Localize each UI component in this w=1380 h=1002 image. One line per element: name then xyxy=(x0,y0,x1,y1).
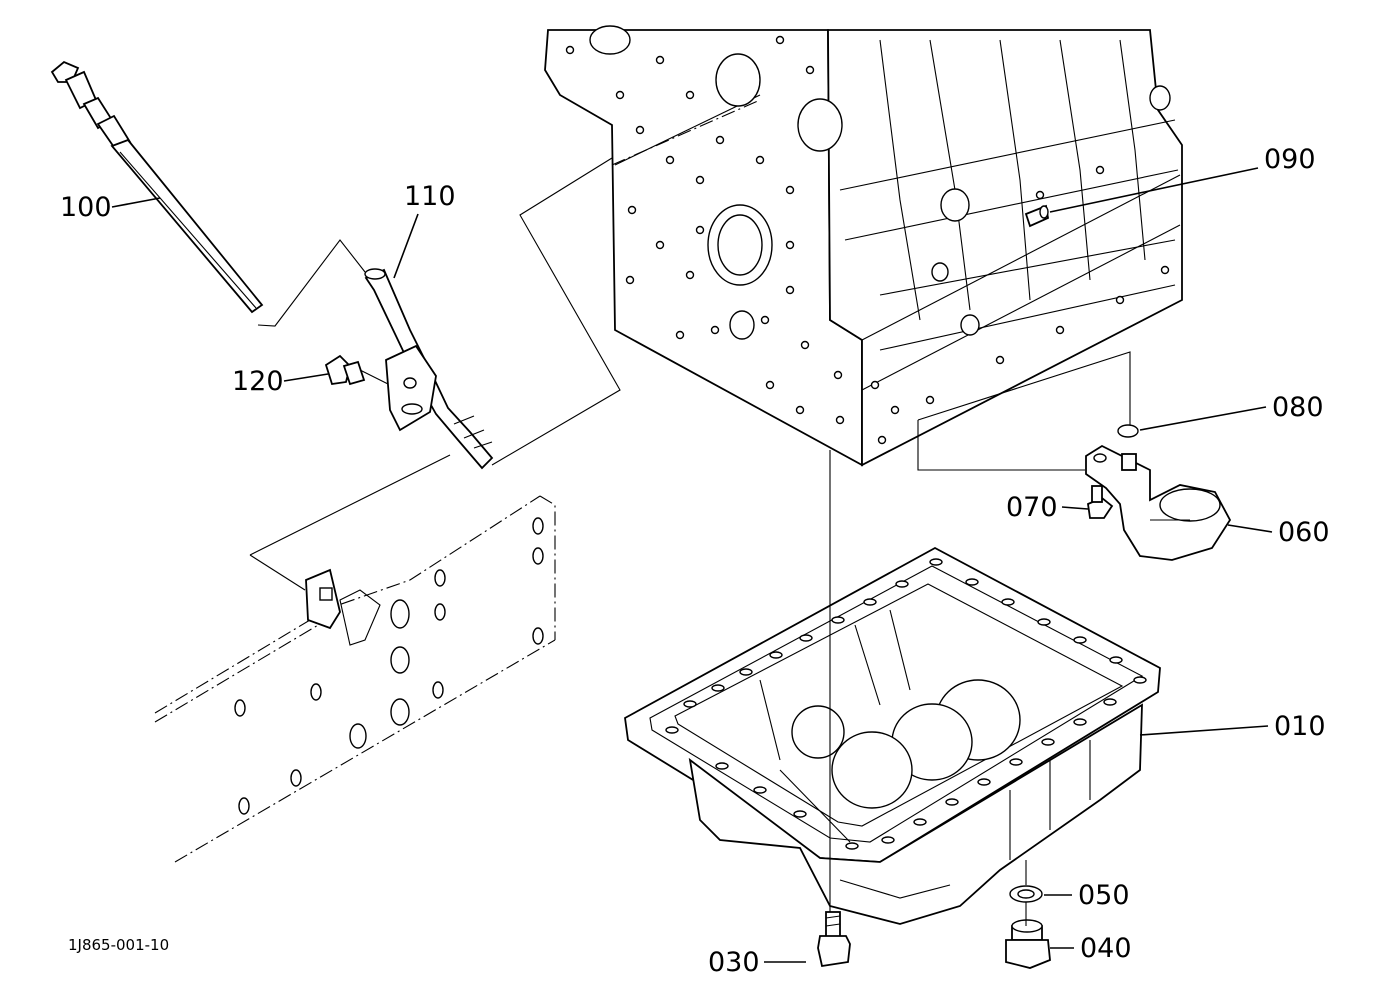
callout-010: 010 xyxy=(1274,711,1326,742)
oil-strainer-060 xyxy=(1085,444,1232,561)
callout-120: 120 xyxy=(232,366,284,397)
bolt-120 xyxy=(324,354,389,386)
callout-100: 100 xyxy=(60,192,112,223)
callout-110: 110 xyxy=(404,181,456,212)
assembly-lines xyxy=(249,157,1131,926)
gasket-050 xyxy=(1009,885,1043,903)
drawing-code: 1J865-001-10 xyxy=(68,936,169,954)
callout-090: 090 xyxy=(1264,144,1316,175)
block-small-holes xyxy=(565,35,1170,445)
leader-lines xyxy=(111,167,1273,963)
callout-080: 080 xyxy=(1272,392,1324,423)
plug-090 xyxy=(1024,204,1050,228)
oil-pan-flange-holes xyxy=(665,558,1147,850)
callout-030: 030 xyxy=(708,947,760,978)
gear-case-plate xyxy=(154,495,556,863)
o-ring-080 xyxy=(1117,424,1139,438)
drain-plug-040 xyxy=(1005,919,1051,969)
oil-pan-010 xyxy=(624,546,1161,925)
callout-070: 070 xyxy=(1006,492,1058,523)
bolt-070 xyxy=(1087,485,1114,519)
bolt-030 xyxy=(817,911,851,968)
callout-050: 050 xyxy=(1078,880,1130,911)
gauge-guide-pipe-110 xyxy=(364,268,494,470)
callout-labels: 090 100 110 120 080 070 060 010 050 040 … xyxy=(60,144,1330,978)
callout-040: 040 xyxy=(1080,933,1132,964)
engine-block xyxy=(544,25,1183,467)
oil-level-gauge-100 xyxy=(50,60,264,314)
callout-060: 060 xyxy=(1278,517,1330,548)
